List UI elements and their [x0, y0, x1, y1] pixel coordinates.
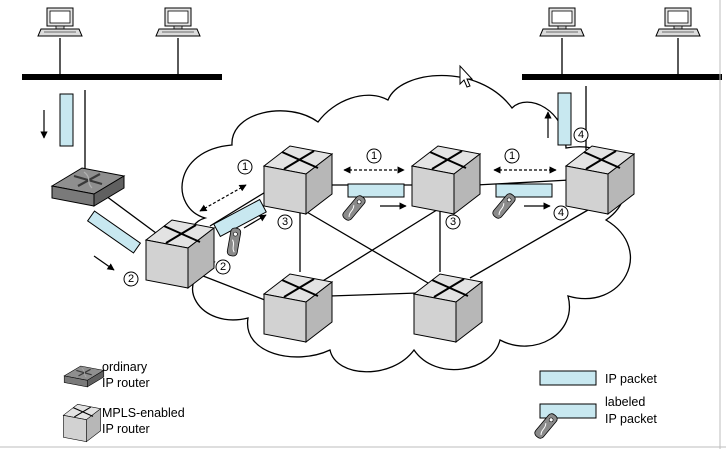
labeled-packet [495, 183, 553, 198]
step-number: 1 [509, 150, 515, 162]
step-number: 2 [220, 261, 226, 273]
step-number: 1 [371, 150, 377, 162]
step-number: 2 [128, 273, 134, 285]
label-distribution-arrows [199, 166, 557, 212]
ordinary-router-icon [63, 365, 105, 388]
legend-labeled-packet: IP packet [605, 412, 657, 426]
computer-icon [37, 7, 83, 37]
step-number: 3 [282, 216, 288, 228]
ip-packet [86, 210, 142, 254]
computer-icon [155, 7, 201, 37]
labeled-packet [213, 198, 267, 238]
legend-ordinary-router: ordinary [102, 360, 148, 374]
step-number: 1 [242, 161, 248, 173]
legend-mpls-router: MPLS-enabled [102, 406, 185, 420]
ordinary-router-icon [50, 166, 126, 208]
legend-labeled-packet: labeled [605, 395, 645, 409]
step-number: 3 [450, 216, 456, 228]
computer-icon [539, 7, 585, 37]
ip-packet [557, 92, 572, 146]
labeled-packet [347, 183, 405, 198]
step-number: 4 [578, 129, 584, 141]
step-number: 4 [558, 207, 564, 219]
legend: ordinary IP router MPLS-enabled IP route… [62, 360, 657, 443]
flow-arrows [40, 110, 552, 271]
ip-packet [59, 93, 74, 147]
mouse-cursor-icon [459, 64, 474, 88]
ip-packet [539, 370, 597, 386]
legend-ordinary-router: IP router [102, 376, 150, 390]
mpls-router-icon [62, 403, 102, 443]
legend-mpls-router: IP router [102, 422, 150, 436]
computer-icon [655, 7, 701, 37]
legend-ip-packet: IP packet [605, 372, 657, 386]
